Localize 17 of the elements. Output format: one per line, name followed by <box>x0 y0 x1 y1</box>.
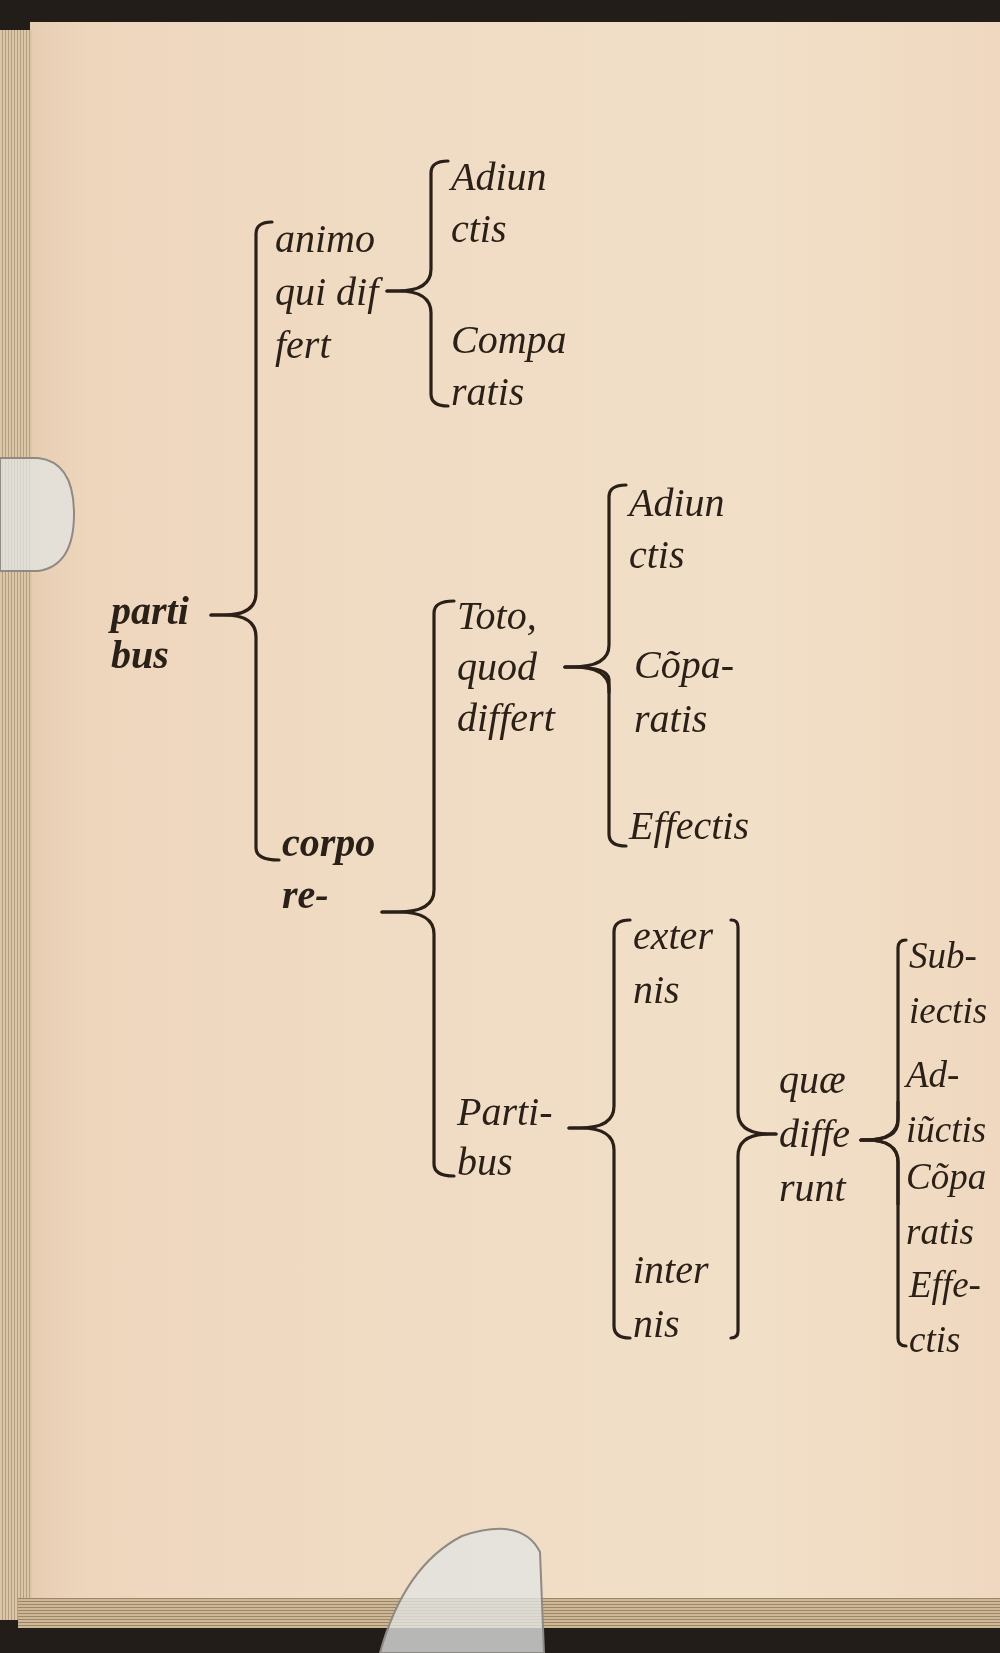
term-text: corpo re- <box>279 817 382 921</box>
term-text: quæ diffe runt <box>776 1053 861 1215</box>
term-text: Compa ratis <box>448 314 579 418</box>
brace-line <box>729 1132 778 1340</box>
term-text: Adiun ctis <box>626 477 741 581</box>
term-text: parti bus <box>108 589 211 677</box>
brace-line <box>859 1138 908 1348</box>
term-text: inter nis <box>630 1243 731 1351</box>
term-text: animo qui dif fert <box>272 212 387 371</box>
term-text: Effe- ctis <box>906 1257 995 1367</box>
term-text: Adiun ctis <box>448 151 563 255</box>
term-text: Toto, quod differt <box>454 590 565 743</box>
term-text: Sub- iectis <box>906 928 995 1038</box>
term-text: Effectis <box>626 800 759 852</box>
term-text: Parti- bus <box>454 1087 569 1187</box>
term-text: Cõpa- ratis <box>609 638 742 746</box>
term-text: exter nis <box>630 909 731 1017</box>
